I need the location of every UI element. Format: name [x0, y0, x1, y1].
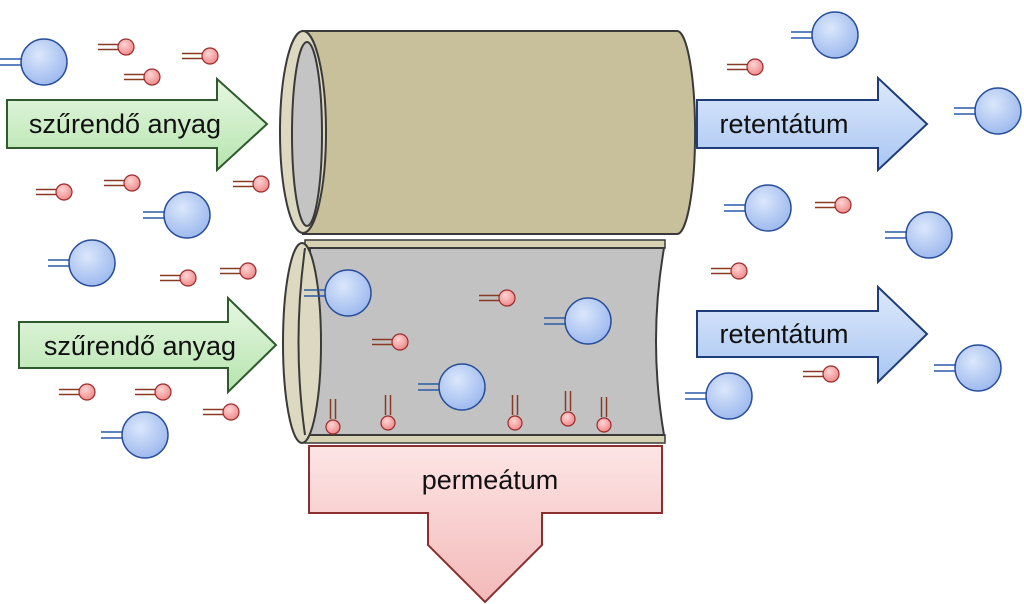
small-particle — [372, 333, 409, 351]
large-particle — [304, 269, 372, 317]
small-particle — [727, 58, 764, 76]
feed-arrow-bottom: szűrendő anyag — [18, 295, 278, 395]
retentate-arrow-bottom: retentátum — [696, 284, 929, 385]
particles-layer — [0, 11, 1022, 459]
small-particle-passing — [596, 397, 612, 433]
permeate-arrow-label: permeátum — [422, 465, 559, 495]
feed-arrow-top: szűrendő anyag — [6, 76, 269, 173]
small-particle — [815, 196, 852, 214]
large-particle — [934, 344, 1002, 392]
small-particle — [59, 383, 96, 401]
small-particle — [203, 403, 240, 421]
membrane-tube-cutaway — [282, 239, 666, 444]
small-particle — [104, 174, 141, 192]
retentate-arrow-top-label: retentátum — [719, 109, 848, 139]
small-particle — [124, 68, 161, 86]
large-particle — [418, 363, 486, 411]
large-particle — [791, 11, 859, 59]
small-particle — [160, 269, 197, 287]
feed-arrow-bottom-label: szűrendő anyag — [44, 331, 236, 361]
permeate-arrow: permeátum — [308, 445, 663, 604]
small-particle — [36, 183, 73, 201]
small-particle — [135, 383, 172, 401]
large-particle — [885, 211, 953, 259]
large-particle — [143, 191, 211, 239]
small-particle-passing — [380, 395, 396, 431]
large-particle — [724, 184, 792, 232]
large-particle — [544, 297, 612, 345]
large-particle — [0, 38, 68, 86]
large-particle — [685, 372, 753, 420]
small-particle — [479, 289, 516, 307]
small-particle — [803, 365, 840, 383]
large-particle — [954, 87, 1022, 135]
small-particle — [182, 47, 219, 65]
small-particle — [220, 262, 257, 280]
small-particle — [98, 38, 135, 56]
small-particle-passing — [325, 399, 341, 435]
retentate-arrow-bottom-label: retentátum — [719, 319, 848, 349]
small-particle — [233, 175, 270, 193]
outer-tube — [279, 30, 697, 235]
large-particle — [48, 239, 116, 287]
retentate-arrow-top: retentátum — [696, 75, 929, 173]
small-particle — [711, 262, 748, 280]
small-particle-passing — [560, 391, 576, 427]
feed-arrow-top-label: szűrendő anyag — [29, 109, 221, 139]
small-particle-passing — [507, 395, 523, 431]
large-particle — [101, 411, 169, 459]
